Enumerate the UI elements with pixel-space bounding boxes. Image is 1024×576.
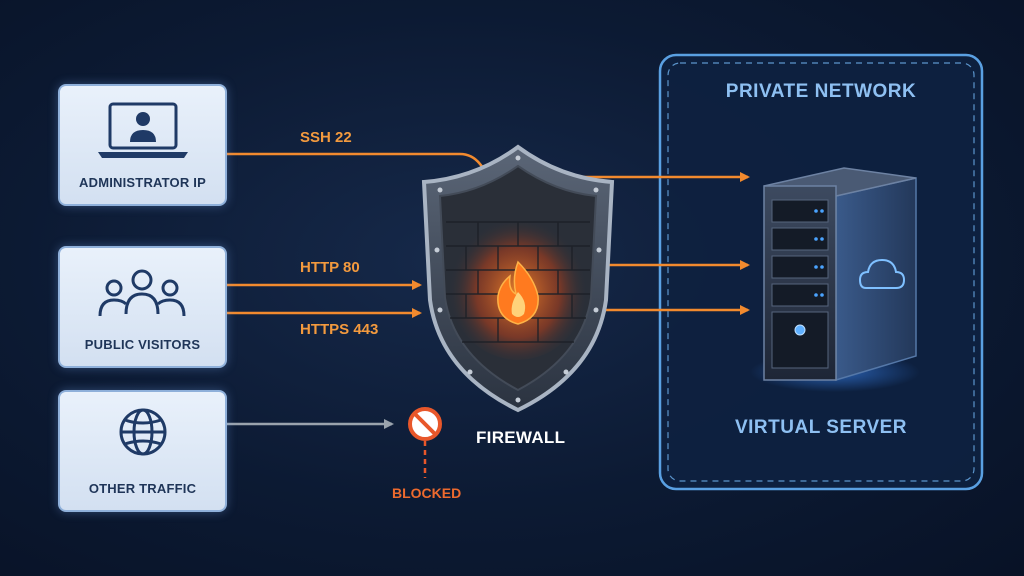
source-administrator-box: ADMINISTRATOR IP [58,84,227,206]
source-other-traffic-box: OTHER TRAFFIC [58,390,227,512]
globe-icon [60,406,225,470]
blocked-icon [408,407,442,478]
virtual-server-label: VIRTUAL SERVER [734,417,908,438]
blocked-label: BLOCKED [392,485,462,501]
port-label-https: HTTPS 443 [300,321,379,338]
source-label-other-traffic: OTHER TRAFFIC [88,481,197,496]
outbound-arrows [572,172,750,315]
cloud-icon [858,258,906,289]
ssh-arrow-in [224,152,490,175]
server-cloud-icon [750,167,920,392]
private-network-title: PRIVATE NETWORK [725,81,917,102]
users-icon [60,262,225,326]
port-label-ssh: SSH 22 [300,129,352,146]
laptop-user-icon [60,100,225,164]
firewall-label: FIREWALL [476,428,566,447]
shield-firewall-icon [421,144,615,413]
source-label-administrator: ADMINISTRATOR IP [79,175,206,190]
inbound-arrows [224,152,490,429]
port-label-http: HTTP 80 [300,259,360,276]
source-public-visitors-box: PUBLIC VISITORS [58,246,227,368]
source-label-public-visitors: PUBLIC VISITORS [84,337,201,352]
